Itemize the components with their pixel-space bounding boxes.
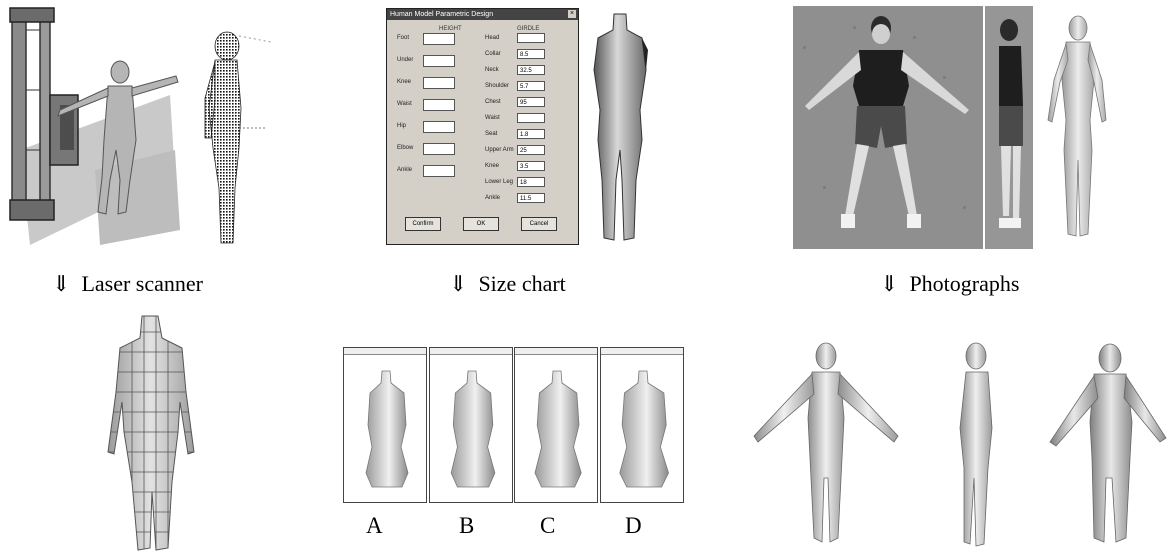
girdle-field-label: Knee (485, 163, 515, 169)
dialog-button-row: Confirm OK Cancel (405, 217, 565, 231)
torso-form (430, 355, 512, 501)
girdle-column-header: GIRDLE (517, 26, 539, 32)
body-model-front-view (746, 338, 906, 550)
girdle-field-label: Collar (485, 51, 515, 57)
down-arrow-icon: ⇓ (880, 271, 898, 296)
height-field-label: Under (397, 57, 413, 63)
height-field-label: Waist (397, 101, 412, 107)
parametric-design-dialog: Human Model Parametric Design × HEIGHT G… (386, 8, 579, 245)
girdle-field-input[interactable]: 3.5 (517, 161, 545, 171)
size-chart-label: Size chart (478, 271, 565, 296)
reconstructed-body-model (1040, 10, 1115, 245)
photographs-label: Photographs (909, 271, 1019, 296)
girdle-field-input[interactable]: 11.5 (517, 193, 545, 203)
height-field-input[interactable] (423, 165, 455, 177)
girdle-field-label: Neck (485, 67, 515, 73)
variant-label-d: D (625, 513, 642, 539)
girdle-field-input[interactable] (517, 113, 545, 123)
torso-variant-row (343, 347, 685, 503)
height-field-label: Foot (397, 35, 409, 41)
torso-form (515, 355, 597, 501)
dialog-title: Human Model Parametric Design (390, 11, 493, 18)
variant-label-a: A (366, 513, 383, 539)
girdle-field-label: Shoulder (485, 83, 515, 89)
height-field-input[interactable] (423, 55, 455, 67)
height-field-label: Elbow (397, 145, 413, 151)
height-field-label: Ankle (397, 167, 412, 173)
down-arrow-icon: ⇓ (449, 271, 467, 296)
torso-form (601, 355, 683, 501)
side-photograph (985, 6, 1033, 249)
cancel-button[interactable]: Cancel (521, 217, 557, 231)
girdle-field-input[interactable]: 32.5 (517, 65, 545, 75)
girdle-field-label: Waist (485, 115, 515, 121)
laser-scanner-label: Laser scanner (81, 271, 203, 296)
girdle-field-input[interactable]: 95 (517, 97, 545, 107)
variant-label-c: C (540, 513, 555, 539)
down-arrow-icon: ⇓ (52, 271, 70, 296)
body-model-three-quarter-view (1040, 338, 1170, 550)
height-field-label: Hip (397, 123, 406, 129)
laser-scanner-caption: ⇓ Laser scanner (52, 271, 203, 297)
height-field-input[interactable] (423, 99, 455, 111)
scan-point-cloud (175, 28, 275, 250)
girdle-field-input[interactable]: 8.5 (517, 49, 545, 59)
height-column-header: HEIGHT (439, 26, 462, 32)
height-field-input[interactable] (423, 121, 455, 133)
panel-menu-bar (515, 348, 597, 355)
girdle-field-input[interactable]: 18 (517, 177, 545, 187)
height-field-input[interactable] (423, 143, 455, 155)
mannequin-render (580, 10, 660, 245)
variant-label-b: B (459, 513, 474, 539)
front-photograph (793, 6, 983, 249)
height-field-input[interactable] (423, 77, 455, 89)
girdle-field-label: Upper Arm (485, 147, 515, 153)
girdle-field-label: Head (485, 35, 515, 41)
girdle-field-input[interactable]: 1.8 (517, 129, 545, 139)
close-icon[interactable]: × (568, 10, 576, 18)
girdle-field-input[interactable] (517, 33, 545, 43)
panel-menu-bar (601, 348, 683, 355)
photographs-caption: ⇓ Photographs (880, 271, 1019, 297)
girdle-field-input[interactable]: 25 (517, 145, 545, 155)
ok-button[interactable]: OK (463, 217, 499, 231)
torso-variant-panel (429, 347, 513, 503)
girdle-field-label: Chest (485, 99, 515, 105)
panel-menu-bar (344, 348, 426, 355)
torso-form (344, 355, 426, 501)
height-field-label: Knee (397, 79, 411, 85)
dialog-title-bar: Human Model Parametric Design × (387, 9, 578, 20)
girdle-field-input[interactable]: 5.7 (517, 81, 545, 91)
torso-variant-panel (600, 347, 684, 503)
body-model-side-view (950, 338, 1002, 550)
girdle-field-label: Lower Leg (485, 179, 515, 185)
confirm-button[interactable]: Confirm (405, 217, 441, 231)
girdle-field-label: Ankle (485, 195, 515, 201)
size-chart-caption: ⇓ Size chart (449, 271, 566, 297)
girdle-field-label: Seat (485, 131, 515, 137)
panel-menu-bar (430, 348, 512, 355)
torso-variant-panel (514, 347, 598, 503)
gridded-body-mesh (82, 312, 220, 556)
height-field-input[interactable] (423, 33, 455, 45)
torso-variant-panel (343, 347, 427, 503)
